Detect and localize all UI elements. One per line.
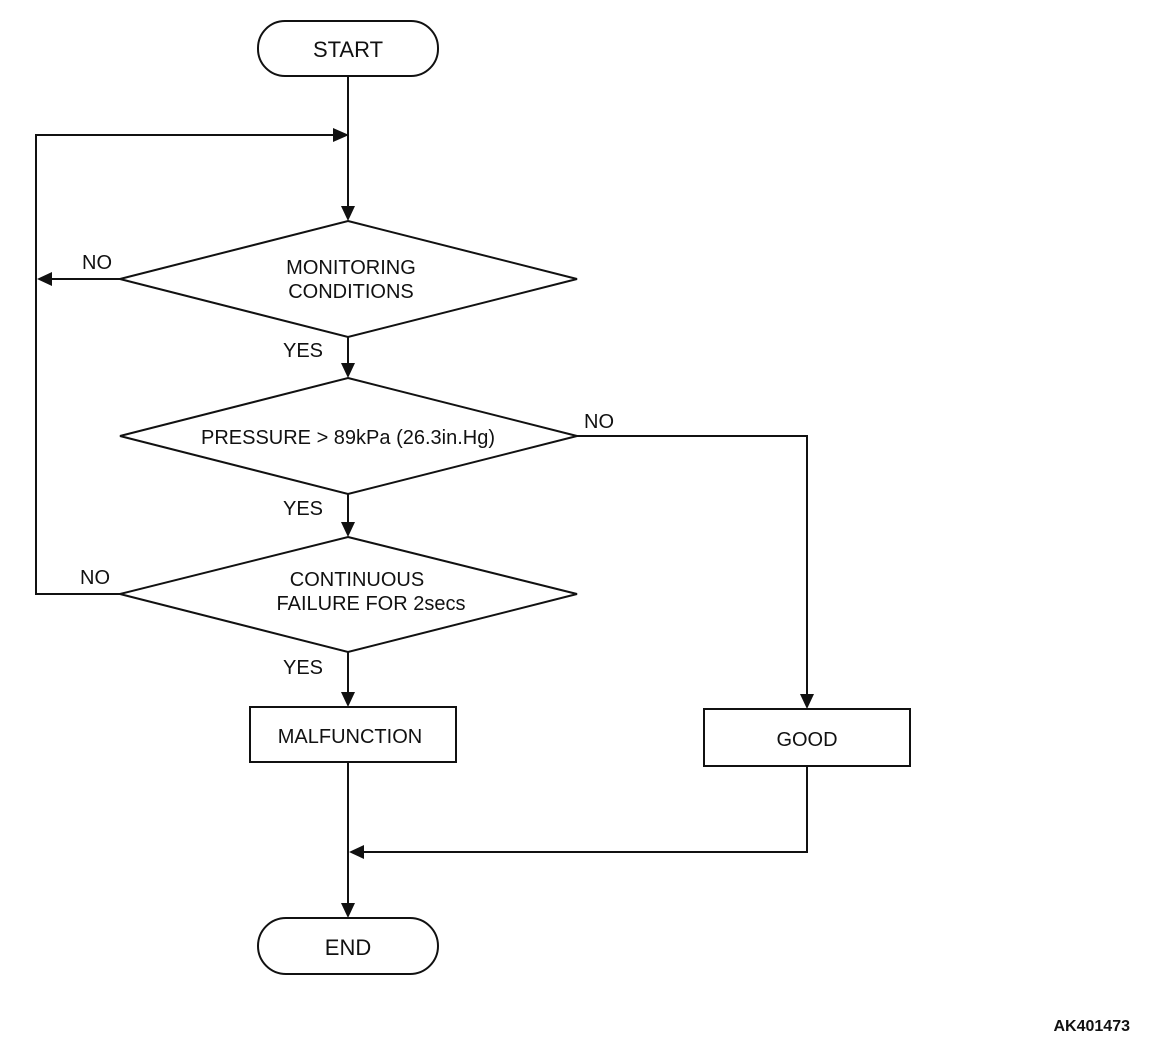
failure-label-line1: CONTINUOUS <box>290 569 424 591</box>
monitoring-label-line1: MONITORING <box>286 257 416 279</box>
start-terminal: START <box>257 20 439 77</box>
pressure-no-label: NO <box>584 411 614 433</box>
monitoring-no-label: NO <box>82 252 112 274</box>
loop-back-line <box>35 134 333 595</box>
start-label: START <box>313 37 383 62</box>
arrow-loop-entry <box>333 128 349 142</box>
good-box: GOOD <box>703 708 911 767</box>
decision-monitoring-conditions: MONITORING CONDITIONS <box>119 219 578 339</box>
malfunction-label: MALFUNCTION <box>278 726 422 748</box>
arrow-down-good <box>800 694 814 709</box>
connector-good-to-merge <box>364 766 808 853</box>
connector-pressure-no-to-good <box>577 435 808 696</box>
end-terminal: END <box>257 917 439 975</box>
arrow-down-pressure <box>341 363 355 378</box>
failure-yes-label: YES <box>283 657 323 679</box>
arrow-monitoring-no <box>37 272 52 286</box>
monitoring-yes-label: YES <box>283 340 323 362</box>
decision-continuous-failure: CONTINUOUS FAILURE FOR 2secs <box>119 535 578 654</box>
good-label: GOOD <box>776 729 837 751</box>
failure-no-label: NO <box>80 567 110 589</box>
arrow-down-monitoring <box>341 206 355 221</box>
pressure-yes-label: YES <box>283 498 323 520</box>
pressure-label: PRESSURE > 89kPa (26.3in.Hg) <box>201 427 495 449</box>
arrow-merge <box>349 845 364 859</box>
decision-pressure: PRESSURE > 89kPa (26.3in.Hg) <box>119 376 578 496</box>
malfunction-box: MALFUNCTION <box>249 706 457 763</box>
monitoring-label-line2: CONDITIONS <box>288 281 414 303</box>
arrow-down-failure <box>341 522 355 537</box>
arrow-down-end <box>341 903 355 918</box>
end-label: END <box>325 935 371 960</box>
reference-code: AK401473 <box>1054 1018 1131 1035</box>
failure-label-line2: FAILURE FOR 2secs <box>277 593 466 615</box>
arrow-down-malfunction <box>341 692 355 707</box>
